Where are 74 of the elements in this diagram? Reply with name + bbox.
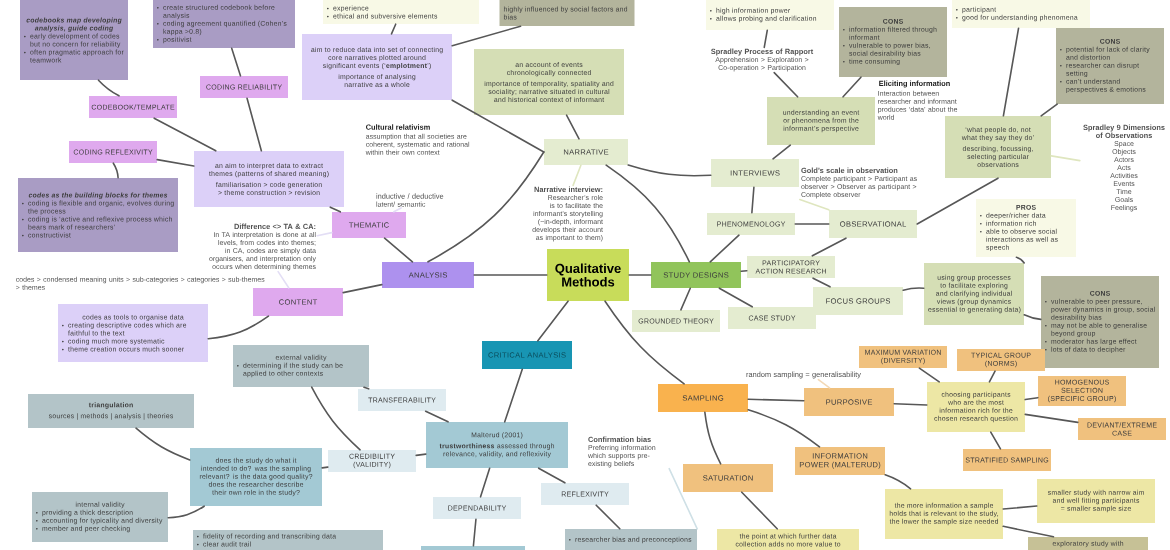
connector-line <box>427 151 545 263</box>
connector-line <box>316 231 333 237</box>
connector-line <box>773 71 799 98</box>
connector-line <box>537 467 566 484</box>
connector-line <box>363 386 370 390</box>
connector-line <box>321 466 329 469</box>
connector-line <box>772 144 792 160</box>
connector-line <box>668 467 698 530</box>
connector-line <box>342 283 383 294</box>
connector-line <box>794 223 830 225</box>
connector-line <box>97 79 120 97</box>
connector-line <box>393 207 402 213</box>
empty-box <box>421 546 525 550</box>
connector-line <box>811 237 847 257</box>
connector-line <box>747 409 821 448</box>
connector-line <box>1050 155 1081 162</box>
connector-line <box>329 206 342 213</box>
connector-line <box>390 23 397 35</box>
connector-line <box>718 287 753 308</box>
connector-line <box>747 398 805 402</box>
connector-line <box>763 29 769 49</box>
connector-line <box>565 114 580 140</box>
connector-line <box>817 378 831 389</box>
connector-line <box>415 453 427 457</box>
connector-line <box>627 164 712 177</box>
connector-line <box>799 198 830 211</box>
central-topic-box: Qualitative Methods <box>547 249 629 301</box>
connector-line <box>135 427 191 461</box>
connector-line <box>680 287 692 311</box>
connector-line <box>112 162 119 179</box>
connector-line <box>1002 505 1038 510</box>
connector-line <box>1015 256 1025 264</box>
connector-line <box>812 277 831 288</box>
connector-line <box>1002 27 1020 117</box>
connector-line <box>153 117 217 152</box>
connector-line <box>595 504 621 530</box>
connector-line <box>751 186 755 214</box>
connector-line <box>902 287 925 291</box>
connector-line <box>1002 525 1055 538</box>
connector-line <box>1024 413 1079 424</box>
connector-line <box>1040 103 1058 117</box>
connector-line <box>1024 396 1039 401</box>
connector-line <box>572 164 582 187</box>
connector-line <box>537 300 569 342</box>
connector-line <box>989 431 1002 450</box>
connector-line <box>310 386 361 451</box>
connector-line <box>988 370 996 383</box>
connector-line <box>207 315 270 340</box>
connector-line <box>1023 314 1042 321</box>
connector-line <box>472 518 477 547</box>
connector-line <box>503 368 524 423</box>
connector-line <box>167 505 205 519</box>
connector-line <box>704 411 722 465</box>
connector-line <box>246 97 263 152</box>
connector-line <box>884 474 912 490</box>
connector-line <box>916 177 999 225</box>
connector-line <box>156 158 195 167</box>
connector-line <box>479 467 491 498</box>
connector-line <box>628 274 652 276</box>
connector-line <box>277 270 290 289</box>
connector-line <box>740 491 778 530</box>
connector-line <box>424 410 449 423</box>
connector-line <box>451 99 545 153</box>
connector-line <box>709 234 740 263</box>
connector-line <box>383 237 414 263</box>
connector-line <box>604 300 685 385</box>
connector-line <box>605 164 691 263</box>
connector-line <box>918 367 940 383</box>
connector-line <box>893 403 928 406</box>
connector-line <box>740 269 748 272</box>
connector-line <box>451 25 522 47</box>
connector-line <box>473 274 548 276</box>
connector-line <box>842 76 862 98</box>
connector-line <box>230 47 242 77</box>
